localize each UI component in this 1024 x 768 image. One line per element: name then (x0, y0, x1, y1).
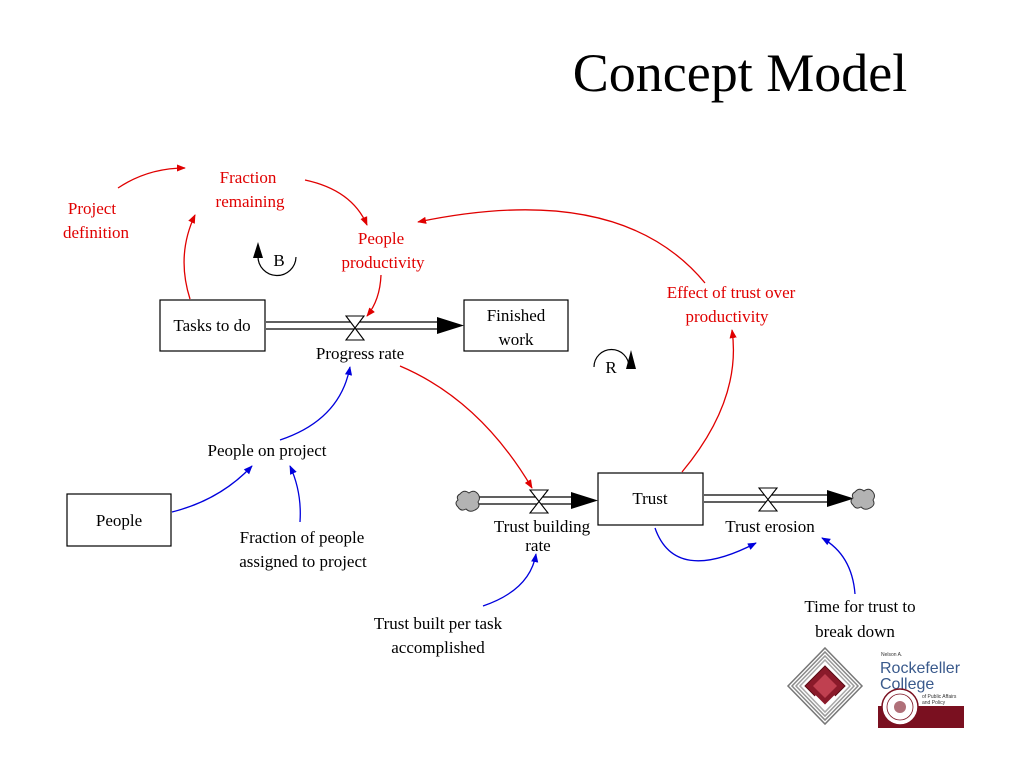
link-project-def-to-fraction (117, 164, 186, 189)
loop-marker-balancing: B (253, 242, 297, 277)
stock-tasks-to-do-label: Tasks to do (173, 316, 250, 335)
var-people-productivity-2: productivity (341, 253, 425, 272)
link-productivity-to-progress (366, 274, 382, 317)
var-fraction-remaining-2: remaining (216, 192, 285, 211)
svg-text:and Policy: and Policy (922, 700, 946, 706)
diamond-logo (786, 646, 864, 726)
var-people-productivity: People (358, 229, 404, 248)
flow-label-trust-erosion: Trust erosion (725, 517, 815, 536)
rockefeller-college-logo: Nelson A. Rockefeller College of Public … (878, 648, 964, 728)
cloud-sink-icon (850, 488, 875, 510)
cloud-source-icon (455, 490, 480, 512)
flow-pipe-trust-erosion (704, 490, 854, 507)
stock-finished-work (463, 299, 569, 352)
link-trust-to-erosion (654, 527, 757, 562)
link-trust-to-effect (681, 329, 737, 473)
stock-people-label: People (96, 511, 142, 530)
link-people-to-people-on-project (171, 465, 253, 513)
var-fraction-of-people: Fraction of people (240, 528, 365, 547)
loop-marker-reinforcing: R (593, 348, 636, 377)
svg-text:Rockefeller: Rockefeller (880, 660, 961, 677)
slide-title: Concept Model (572, 43, 908, 103)
stock-people (66, 493, 172, 547)
stock-trust-label: Trust (632, 489, 668, 508)
var-fraction-remaining: Fraction (220, 168, 277, 187)
var-project-definition: Project (68, 199, 116, 218)
link-tasks-to-fraction (183, 214, 196, 300)
var-project-definition-2: definition (63, 223, 130, 242)
link-progress-to-trust-building (399, 365, 533, 489)
link-fraction-people-to-people-on-project (289, 465, 301, 523)
var-trust-built-per-task-2: accomplished (391, 638, 485, 657)
svg-text:of Public Affairs: of Public Affairs (922, 694, 957, 700)
valve-trust-building (528, 489, 550, 514)
link-trust-per-task-to-building (482, 553, 539, 607)
valve-progress-rate (344, 315, 366, 341)
stock-finished-work-label-2: work (499, 330, 534, 349)
flow-pipe-trust-building (478, 492, 598, 509)
stock-trust (597, 472, 704, 526)
svg-text:College: College (880, 676, 934, 693)
var-time-for-trust-2: break down (815, 622, 895, 641)
var-fraction-of-people-2: assigned to project (239, 552, 367, 571)
svg-text:R: R (605, 358, 617, 377)
stock-finished-work-label: Finished (487, 306, 546, 325)
var-effect-of-trust: Effect of trust over (667, 283, 796, 302)
var-people-on-project: People on project (208, 441, 327, 460)
svg-text:B: B (273, 251, 284, 270)
svg-text:Nelson A.: Nelson A. (881, 652, 902, 658)
var-effect-of-trust-2: productivity (685, 307, 769, 326)
link-time-to-erosion (821, 537, 856, 595)
flow-pipe-progress-rate (266, 317, 464, 334)
link-fraction-to-productivity (304, 179, 368, 226)
stock-tasks-to-do (159, 299, 266, 352)
flow-label-trust-building-2: rate (525, 536, 550, 555)
flow-label-trust-building: Trust building (494, 517, 591, 536)
var-time-for-trust: Time for trust to (804, 597, 915, 616)
valve-trust-erosion (757, 487, 779, 512)
flow-label-progress-rate: Progress rate (316, 344, 404, 363)
link-effect-to-productivity (417, 209, 706, 284)
link-people-on-project-to-progress (279, 366, 353, 441)
var-trust-built-per-task: Trust built per task (374, 614, 503, 633)
